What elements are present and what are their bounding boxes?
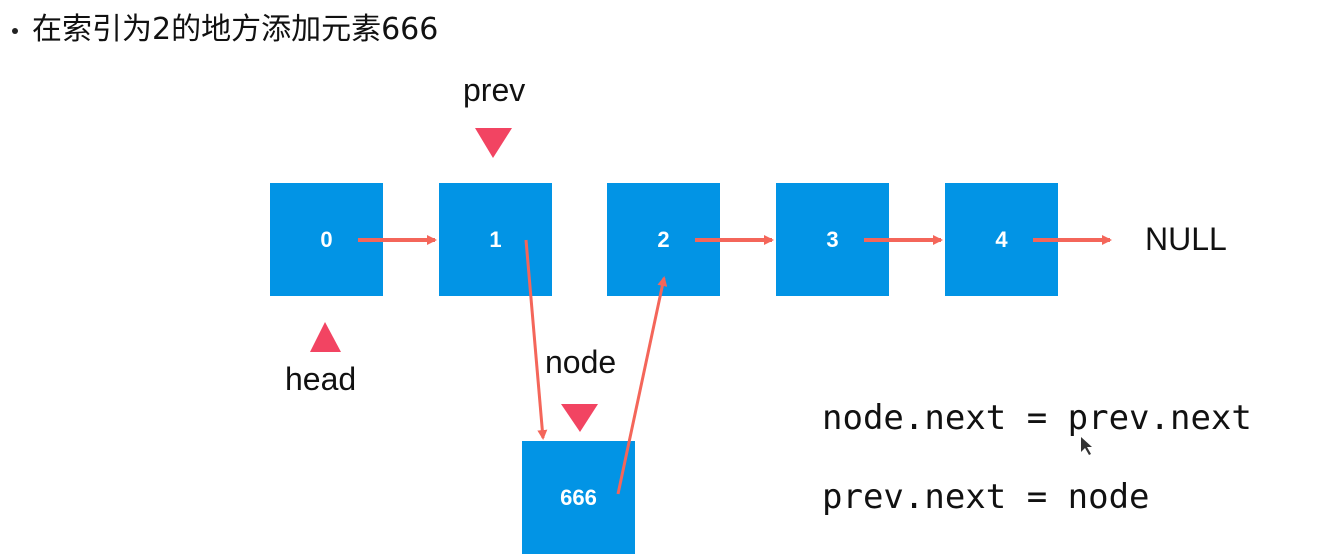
node-value: 2	[657, 226, 670, 252]
title-text: 在索引为2的地方添加元素666	[32, 12, 439, 47]
node-value: 3	[826, 226, 839, 252]
code-line-1: node.next = prev.next	[822, 398, 1252, 438]
head-pointer-icon	[310, 322, 341, 352]
bullet-point	[12, 27, 18, 34]
arrow-node-to-2	[616, 276, 668, 495]
list-node-1: 1	[439, 183, 552, 296]
prev-pointer-icon	[475, 128, 512, 158]
code-line-2: prev.next = node	[822, 477, 1150, 517]
null-label: NULL	[1145, 221, 1227, 257]
prev-label: prev	[463, 72, 526, 108]
node-pointer-icon	[561, 404, 598, 432]
node-value: 666	[560, 484, 597, 510]
node-label: node	[545, 344, 617, 380]
node-value: 1	[489, 226, 502, 252]
new-node-666: 666	[522, 441, 635, 554]
head-label: head	[285, 361, 357, 397]
mouse-cursor-icon	[1081, 437, 1092, 455]
node-value: 4	[995, 226, 1008, 252]
slide-title: 在索引为2的地方添加元素666	[8, 10, 438, 50]
node-value: 0	[320, 226, 333, 252]
arrow-prev-to-node	[524, 239, 548, 440]
